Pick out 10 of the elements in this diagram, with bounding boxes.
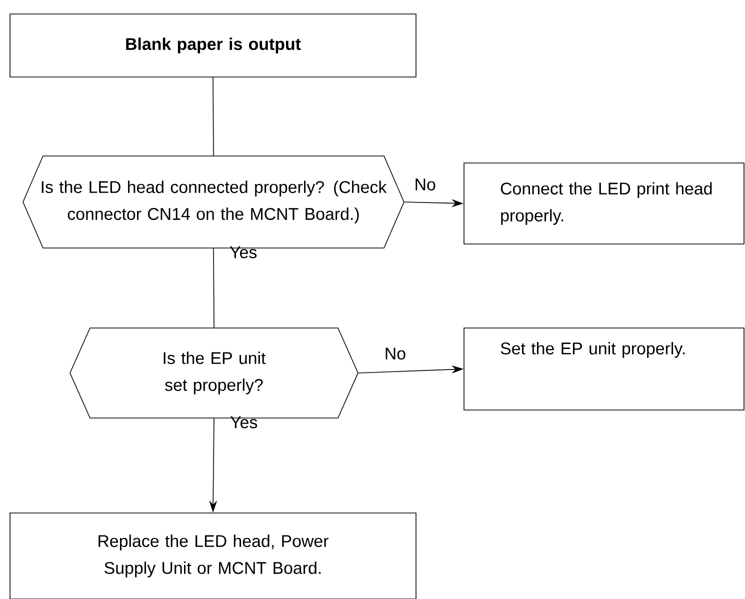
- process-box: Connect the LED print head properly.: [464, 162, 744, 244]
- edge-label: Yes: [230, 246, 257, 258]
- process-box: Replace the LED head, Power Supply Unit or MCNT Board.: [10, 512, 416, 599]
- start-box: Blank paper is output: [10, 14, 416, 78]
- edge-label: No: [416, 178, 436, 190]
- edge-label: Yes: [230, 416, 258, 428]
- connector-line: [213, 248, 214, 328]
- connector-line: [212, 77, 214, 156]
- process-box: Set the EP unit properly.: [464, 328, 744, 410]
- edge-label: No: [386, 348, 406, 360]
